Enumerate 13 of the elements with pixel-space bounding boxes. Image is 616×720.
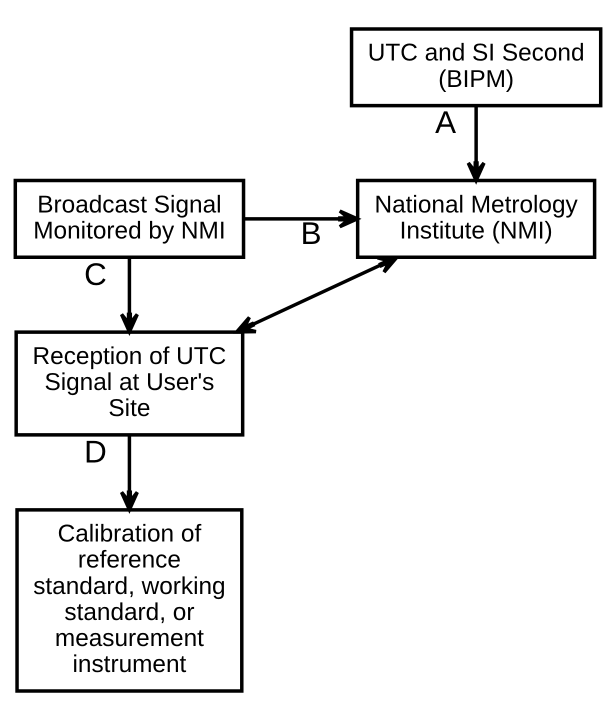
node-box: Broadcast Signal Monitored by NMI: [14, 178, 246, 259]
arrow: [466, 106, 486, 182]
edge-label: C: [84, 257, 107, 292]
arrow: [244, 209, 360, 228]
node-box: UTC and SI Second (BIPM): [350, 27, 602, 108]
arrow: [120, 258, 139, 334]
arrow: [120, 435, 139, 512]
node-box: National Metrology Institute (NMI): [356, 178, 596, 259]
edge-label: A: [435, 105, 454, 140]
node-box: Calibration of reference standard, working standard, or measurement instrument: [15, 508, 244, 693]
edge-label: D: [84, 434, 107, 470]
edge-label: B: [300, 216, 322, 251]
node-box: Reception of UTC Signal at User's Site: [14, 330, 244, 437]
